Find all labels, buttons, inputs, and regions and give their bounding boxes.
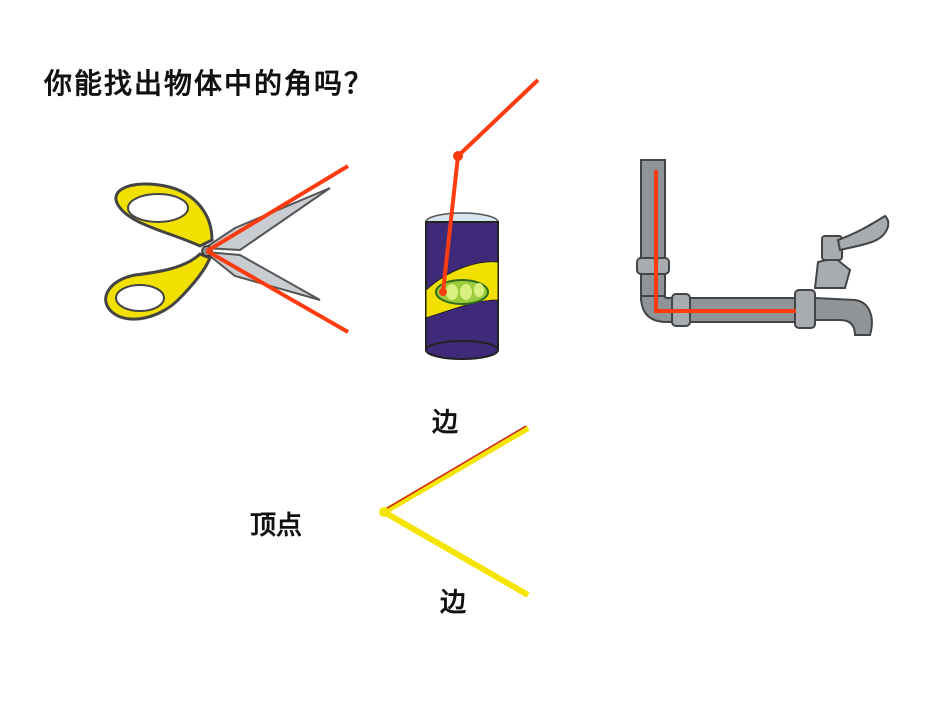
page-title: 你能找出物体中的角吗？: [44, 67, 375, 100]
edge-label-top: 边: [432, 408, 459, 438]
angle-diagram: [379, 425, 530, 598]
angle-vertex-point: [379, 507, 389, 517]
scissors-icon: [104, 164, 350, 334]
angle-edge-bottom: [382, 509, 530, 598]
faucet-icon: [636, 159, 890, 336]
soda-can-icon: [425, 78, 540, 360]
angle-edge-top: [382, 425, 530, 515]
vertex-label: 顶点: [250, 511, 303, 541]
edge-label-bottom: 边: [440, 588, 467, 618]
